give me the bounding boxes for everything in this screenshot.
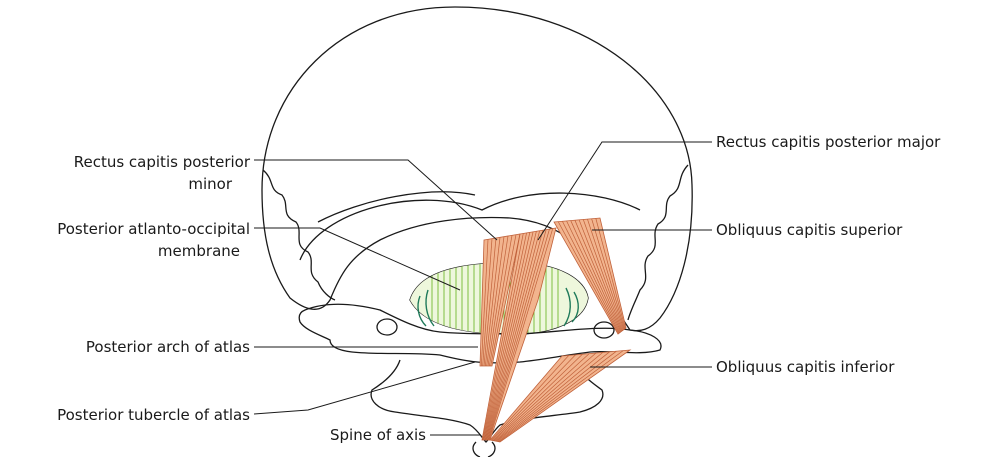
leader-posterior-tubercle — [254, 362, 475, 414]
spine-of-axis-label: Spine of axis — [296, 424, 426, 446]
rectus-major-label: Rectus capitis posterior major — [716, 131, 940, 153]
obliquus-superior-label: Obliquus capitis superior — [716, 219, 902, 241]
left-transverse-foramen — [377, 319, 397, 335]
membrane-label: Posterior atlanto-occipital membrane — [8, 218, 250, 262]
rectus-minor-label-line1: Rectus capitis posterior — [20, 151, 250, 173]
muscles — [480, 218, 630, 442]
membrane-label-line2: membrane — [8, 240, 250, 262]
obliquus-inferior-label: Obliquus capitis inferior — [716, 356, 894, 378]
rectus-minor-label-line2: minor — [20, 173, 250, 195]
membrane-label-line1: Posterior atlanto-occipital — [8, 218, 250, 240]
superior-nuchal-arc — [318, 192, 475, 222]
lambdoid-suture-left — [263, 170, 335, 300]
posterior-tubercle-label: Posterior tubercle of atlas — [6, 404, 250, 426]
lambdoid-suture-right — [628, 165, 688, 320]
spine-of-axis — [473, 442, 495, 457]
right-transverse-foramen — [594, 322, 614, 338]
posterior-arch-label: Posterior arch of atlas — [20, 336, 250, 358]
rectus-minor-label: Rectus capitis posterior minor — [20, 151, 250, 195]
